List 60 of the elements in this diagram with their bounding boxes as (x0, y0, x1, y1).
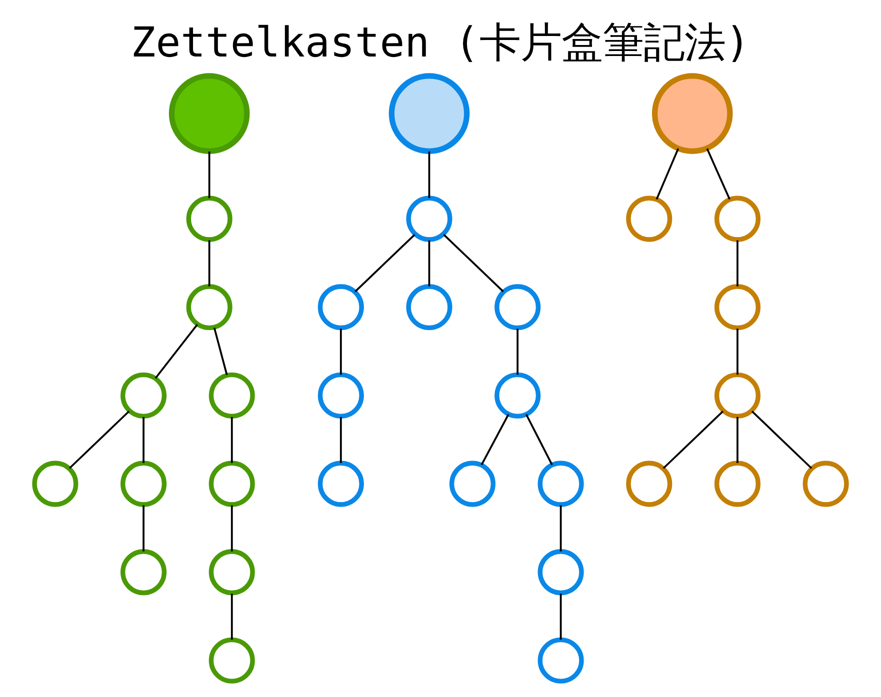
node-circle (186, 284, 232, 330)
node-circle (538, 460, 584, 507)
node-circle (186, 196, 232, 242)
node-circle (120, 460, 167, 507)
connector (662, 410, 724, 469)
node-circle (626, 460, 672, 507)
node-circle (714, 372, 760, 419)
connector (68, 410, 130, 469)
connector (154, 324, 198, 379)
node-circle (388, 73, 470, 154)
node-circle (626, 196, 672, 242)
connector (560, 505, 562, 552)
connector (340, 417, 342, 464)
connector (736, 417, 738, 464)
connector (706, 148, 730, 200)
diagram-title: Zettelkasten (卡片盒筆記法) (130, 18, 750, 66)
connector (142, 505, 144, 552)
node-circle (406, 196, 452, 242)
node-circle (449, 460, 496, 507)
node-circle (494, 372, 541, 419)
node-circle (714, 284, 760, 330)
node-circle (714, 196, 760, 242)
node-circle (538, 637, 584, 684)
node-circle (802, 460, 849, 507)
node-circle (494, 284, 541, 330)
connector (428, 240, 430, 286)
connector (428, 152, 430, 198)
connector (213, 328, 228, 376)
connector (480, 414, 510, 466)
connector (208, 152, 210, 198)
connector (230, 594, 233, 640)
connector (208, 240, 210, 286)
node-circle (318, 284, 364, 330)
node-circle (318, 372, 364, 419)
connector (340, 328, 342, 375)
connector (142, 417, 144, 464)
node-circle (714, 460, 760, 507)
node-circle (538, 549, 584, 596)
node-circle (120, 372, 167, 419)
connector (443, 234, 504, 292)
connector (736, 240, 738, 286)
node-circle (208, 549, 255, 596)
connector (656, 148, 680, 200)
connector (230, 505, 233, 552)
node-circle (168, 73, 250, 154)
node-circle (208, 460, 255, 507)
node-circle (32, 460, 78, 507)
connector (354, 234, 416, 292)
node-circle (318, 460, 364, 507)
node-circle (652, 73, 733, 154)
connector (560, 594, 562, 640)
node-circle (208, 637, 255, 684)
node-circle (406, 284, 452, 330)
connector (736, 328, 738, 375)
connector (525, 414, 553, 466)
node-circle (208, 372, 255, 419)
connector (516, 328, 518, 375)
node-circle (120, 549, 167, 596)
connector (751, 410, 812, 469)
connector (230, 417, 233, 464)
